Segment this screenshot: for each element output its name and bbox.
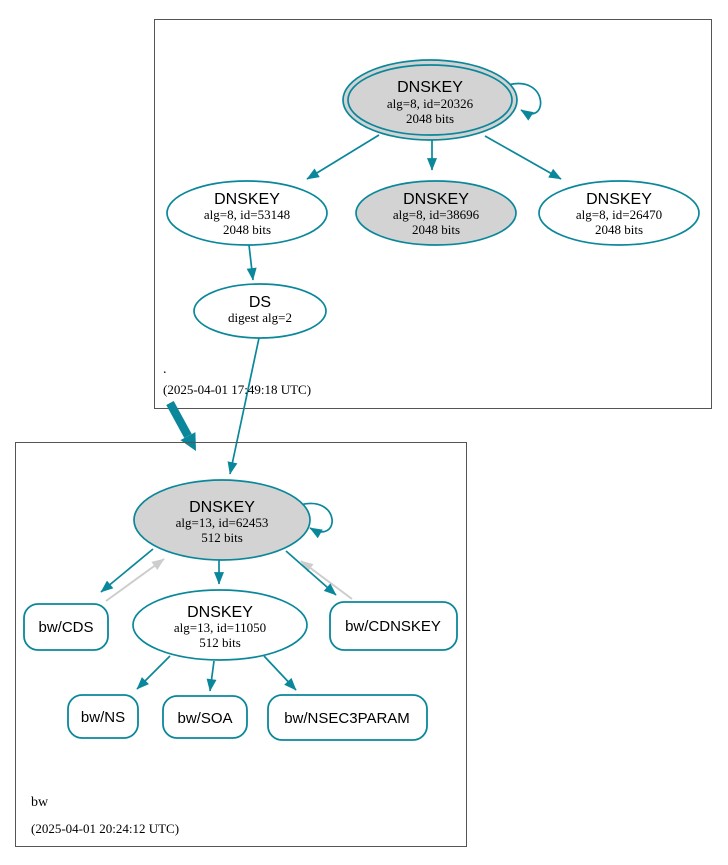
bw-zsk-bits: 512 bits	[199, 635, 241, 650]
edge-bw-ksk-to-cdnskey	[285, 550, 337, 596]
bw-rrset-ns[interactable]: bw/NS	[67, 694, 139, 739]
edge-zsk53148-to-ds	[246, 244, 257, 281]
edge-root-ksk-to-zsk26470	[484, 135, 562, 180]
bw-ksk-title: DNSKEY	[189, 499, 255, 516]
bw-ksk-62453[interactable]: DNSKEY alg=13, id=62453 512 bits	[133, 479, 311, 561]
bw-zone-cluster-border	[15, 442, 467, 847]
bw-rrset-soa[interactable]: bw/SOA	[162, 695, 248, 739]
edge-bw-zsk-to-nsec3param	[263, 655, 297, 691]
root-ksk-bits: 2048 bits	[406, 111, 454, 126]
root-ds-node[interactable]: DS digest alg=2	[193, 283, 327, 339]
root-zsk-26470[interactable]: DNSKEY alg=8, id=26470 2048 bits	[538, 180, 700, 246]
edge-ds-to-bw-ksk	[227, 337, 260, 475]
edge-bw-zsk-to-soa	[206, 660, 217, 692]
bw-rrset-cdnskey[interactable]: bw/CDNSKEY	[329, 601, 458, 651]
edge-root-ksk-selfloop	[507, 82, 542, 121]
root-ksk-20326[interactable]: DNSKEY alg=8, id=20326 2048 bits	[342, 59, 518, 141]
bw-rrset-cds-label: bw/CDS	[38, 619, 93, 636]
bw-zone-timestamp: (2025-04-01 20:24:12 UTC)	[31, 821, 179, 836]
bw-rrset-ns-label: bw/NS	[81, 709, 125, 726]
bw-rrset-cds[interactable]: bw/CDS	[23, 603, 109, 651]
root-ksk-detail: alg=8, id=20326	[387, 96, 474, 111]
root-zsk1-bits: 2048 bits	[223, 222, 271, 237]
root-zsk3-detail: alg=8, id=26470	[576, 207, 662, 222]
bw-ksk-bits: 512 bits	[201, 530, 243, 545]
bw-rrset-soa-label: bw/SOA	[177, 710, 232, 727]
root-zone-cluster-border	[154, 19, 712, 409]
bw-rrset-nsec3param-label: bw/NSEC3PARAM	[284, 710, 410, 727]
root-zsk1-detail: alg=8, id=53148	[204, 207, 290, 222]
root-ksk-title: DNSKEY	[397, 79, 463, 96]
root-zsk-53148[interactable]: DNSKEY alg=8, id=53148 2048 bits	[166, 180, 328, 246]
bw-zone-label: bw	[31, 795, 49, 810]
edge-bw-ksk-to-cds	[100, 548, 154, 593]
root-ds-detail: digest alg=2	[228, 310, 292, 325]
root-zsk3-bits: 2048 bits	[595, 222, 643, 237]
bw-zsk-detail: alg=13, id=11050	[174, 620, 266, 635]
edge-root-ksk-to-zsk53148	[306, 134, 380, 180]
edge-delegation-root-to-bw	[166, 400, 196, 451]
root-zsk2-detail: alg=8, id=38696	[393, 207, 480, 222]
root-zsk1-title: DNSKEY	[214, 191, 280, 208]
root-ds-title: DS	[249, 294, 271, 311]
root-zsk2-bits: 2048 bits	[412, 222, 460, 237]
edge-bw-ksk-selfloop	[299, 502, 333, 539]
root-zone-label: .	[163, 362, 167, 377]
root-zone-timestamp: (2025-04-01 17:49:18 UTC)	[163, 382, 311, 397]
edge-bw-zsk-to-ns	[136, 655, 171, 690]
bw-ksk-detail: alg=13, id=62453	[176, 515, 269, 530]
edge-cdnskey-to-bw-ksk-gray	[300, 560, 353, 600]
bw-zsk-title: DNSKEY	[187, 604, 253, 621]
root-zsk2-title: DNSKEY	[403, 191, 469, 208]
root-zsk-38696[interactable]: DNSKEY alg=8, id=38696 2048 bits	[355, 180, 517, 246]
edge-cds-to-bw-ksk-gray	[105, 558, 165, 602]
bw-rrset-nsec3param[interactable]: bw/NSEC3PARAM	[267, 694, 428, 741]
bw-rrset-cdnskey-label: bw/CDNSKEY	[345, 618, 441, 635]
root-zsk3-title: DNSKEY	[586, 191, 652, 208]
bw-zsk-11050[interactable]: DNSKEY alg=13, id=11050 512 bits	[132, 589, 308, 661]
